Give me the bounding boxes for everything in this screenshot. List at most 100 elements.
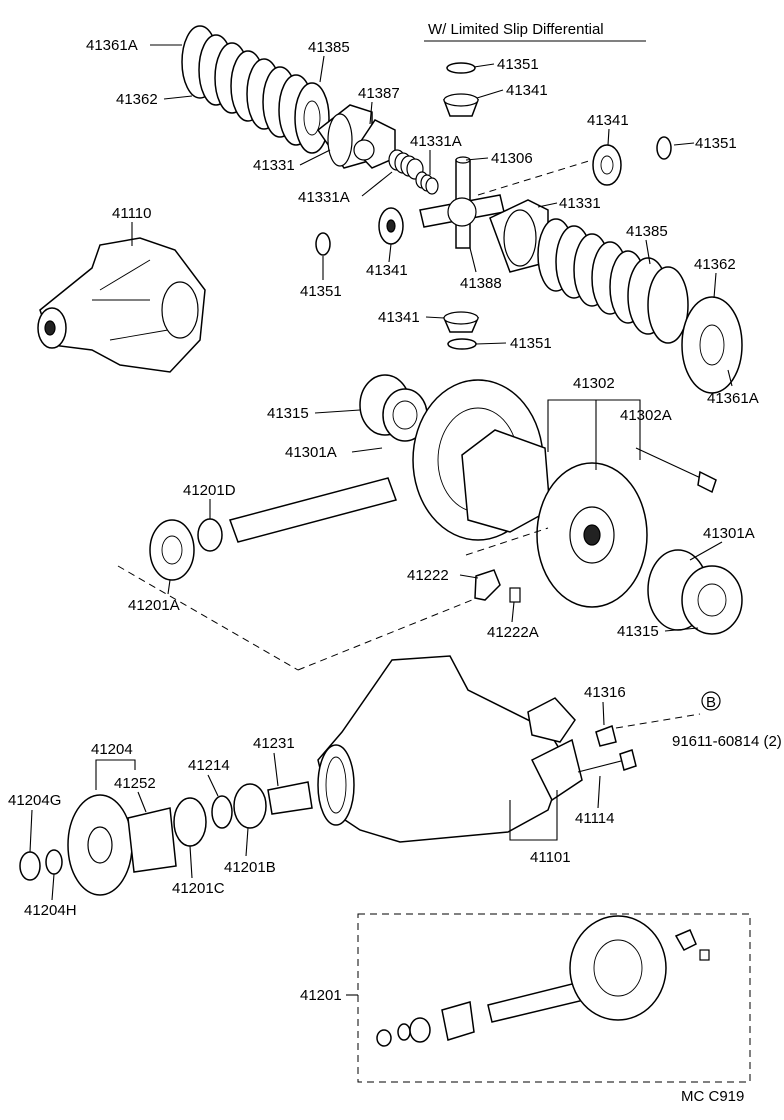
label-41341-b: 41341 bbox=[587, 112, 629, 129]
bearing-41201A bbox=[149, 519, 195, 581]
seal-41252 bbox=[127, 807, 177, 873]
label-41201A: 41201A bbox=[128, 597, 180, 614]
carrier-bearing-cap bbox=[161, 281, 199, 339]
label-91611-60814: 91611-60814 (2) bbox=[672, 733, 782, 750]
label-41114: 41114 bbox=[575, 810, 615, 827]
label-41351-c: 41351 bbox=[300, 283, 342, 300]
clutch-plate-8 bbox=[294, 82, 330, 154]
companion-flange-group bbox=[19, 781, 313, 896]
bolt-41114-head bbox=[619, 749, 637, 771]
collapsible-spacer-41231 bbox=[267, 781, 313, 815]
label-41302: 41302 bbox=[573, 375, 615, 392]
carrier-body bbox=[39, 237, 206, 373]
label-41301A-right: 41301A bbox=[703, 525, 755, 542]
label-41204: 41204 bbox=[91, 741, 133, 758]
label-41331-left: 41331 bbox=[253, 157, 295, 174]
label-41385-top: 41385 bbox=[308, 39, 350, 56]
bolt-41222A bbox=[509, 587, 521, 603]
reference-circle-b bbox=[701, 691, 721, 711]
bearing-41315-right bbox=[681, 565, 743, 635]
label-41362-top: 41362 bbox=[116, 91, 158, 108]
side-gear-left-face bbox=[327, 113, 353, 167]
diff-case-half bbox=[461, 429, 551, 533]
label-41331-right: 41331 bbox=[559, 195, 601, 212]
label-41315-top: 41315 bbox=[267, 405, 309, 422]
inset-flange bbox=[409, 1017, 431, 1043]
thrust-washer-bottom bbox=[447, 338, 477, 350]
lsd-header-text: W/ Limited Slip Differential bbox=[428, 21, 604, 38]
bolt-41302A-shaft bbox=[635, 447, 706, 481]
label-41341-d: 41341 bbox=[378, 309, 420, 326]
spring-right bbox=[415, 171, 439, 195]
thrust-washer-right bbox=[656, 136, 672, 160]
inset-bolt bbox=[699, 949, 710, 961]
label-41204H: 41204H bbox=[24, 902, 77, 919]
label-41201C: 41201C bbox=[172, 880, 225, 897]
bearing-cap-41101 bbox=[527, 697, 576, 743]
label-41222A: 41222A bbox=[487, 624, 539, 641]
spacer-41214 bbox=[211, 795, 233, 829]
label-41222: 41222 bbox=[407, 567, 449, 584]
bolt-41114-shaft bbox=[577, 759, 626, 773]
label-41387: 41387 bbox=[358, 85, 400, 102]
inset-pinion-shaft bbox=[487, 981, 585, 1023]
clutch-plate-hole bbox=[303, 100, 321, 136]
label-41110: 41110 bbox=[112, 205, 152, 222]
label-41302A: 41302A bbox=[620, 407, 672, 424]
side-gear-right-face bbox=[503, 209, 537, 267]
part-labels: 41361A 41362 41385 41387 41331 41331A 41… bbox=[8, 37, 782, 1105]
label-41316: 41316 bbox=[584, 684, 626, 701]
label-41315-bottom: 41315 bbox=[617, 623, 659, 640]
lock-plate-41222 bbox=[474, 569, 501, 601]
bearing-cap-lower bbox=[530, 738, 583, 802]
label-41214: 41214 bbox=[188, 757, 230, 774]
bearing-41201C bbox=[173, 797, 207, 847]
label-41351-a: 41351 bbox=[497, 56, 539, 73]
label-41231: 41231 bbox=[253, 735, 295, 752]
label-41341-c: 41341 bbox=[366, 262, 408, 279]
label-41201: 41201 bbox=[300, 987, 342, 1004]
diagram-code: MC C919 bbox=[681, 1088, 744, 1105]
clutch-pack-left bbox=[181, 25, 439, 195]
inset-spacer bbox=[441, 1001, 475, 1041]
pressure-ring-hub bbox=[353, 139, 375, 161]
oil-seal-41201D bbox=[197, 518, 223, 552]
label-41204G: 41204G bbox=[8, 792, 61, 809]
label-41388: 41388 bbox=[460, 275, 502, 292]
bracket-41316 bbox=[595, 725, 617, 747]
drive-pinion-shaft bbox=[229, 477, 397, 543]
label-41361A-right: 41361A bbox=[707, 390, 759, 407]
label-41201D: 41201D bbox=[183, 482, 236, 499]
inset-nut bbox=[376, 1029, 392, 1047]
pinion-shaft-center bbox=[447, 197, 477, 227]
label-41201B: 41201B bbox=[224, 859, 276, 876]
bolt-41302A-head bbox=[697, 470, 717, 494]
label-41306: 41306 bbox=[491, 150, 533, 167]
nut-41204G bbox=[19, 851, 41, 881]
label-41331A-lower: 41331A bbox=[298, 189, 350, 206]
label-41341-a: 41341 bbox=[506, 82, 548, 99]
label-41361A-top: 41361A bbox=[86, 37, 138, 54]
bearing-41201B bbox=[233, 783, 267, 829]
diagram-header: W/ Limited Slip Differential bbox=[424, 21, 646, 42]
ring-pinion-inset bbox=[357, 913, 751, 1083]
inset-ring-gear bbox=[569, 915, 667, 1021]
thrust-washer-top bbox=[446, 62, 476, 74]
thrust-washer-left bbox=[315, 232, 331, 256]
inset-lock-plate bbox=[674, 929, 697, 951]
inset-dashed-frame bbox=[357, 913, 751, 1083]
clutch-pack-right bbox=[489, 199, 743, 394]
inset-washer bbox=[397, 1023, 411, 1041]
label-41351-b: 41351 bbox=[695, 135, 737, 152]
reference-circle-b-letter: B bbox=[706, 694, 716, 711]
label-41362-right: 41362 bbox=[694, 256, 736, 273]
label-41331A-upper: 41331A bbox=[410, 133, 462, 150]
ring-gear-diff-case bbox=[149, 374, 743, 635]
housing-body bbox=[317, 655, 567, 843]
housing-front-opening bbox=[317, 744, 355, 826]
differential-housing bbox=[317, 655, 701, 843]
label-41301A-left: 41301A bbox=[285, 444, 337, 461]
label-41351-d: 41351 bbox=[510, 335, 552, 352]
label-41252: 41252 bbox=[114, 775, 156, 792]
